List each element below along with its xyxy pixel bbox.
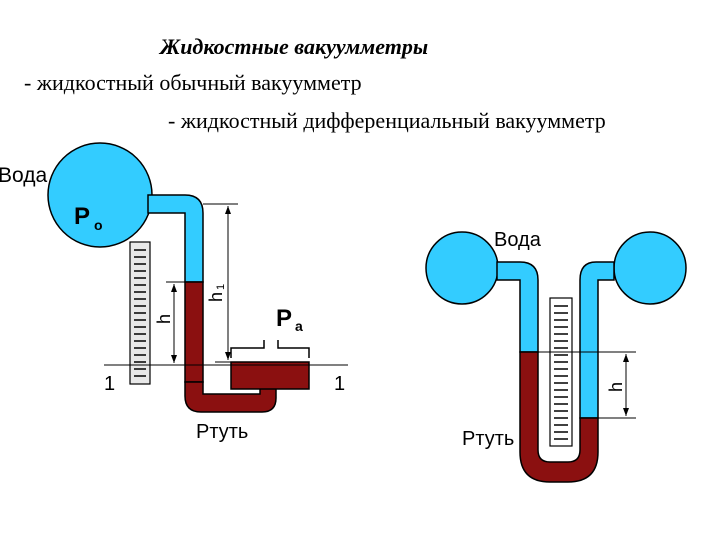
left-h1-label: h: [206, 292, 226, 302]
left-p0-sub: o: [94, 217, 103, 233]
right-bulb-left: [425, 231, 499, 305]
right-mercury-label: Ртуть: [462, 428, 514, 450]
left-h1-arrowhead-bottom: [225, 352, 231, 360]
right-h-label: h: [606, 382, 626, 392]
left-pa-label: P: [276, 305, 292, 332]
left-h1-sub: 1: [215, 284, 227, 290]
diagram-title: Жидкостные вакуумметры: [160, 34, 429, 59]
left-cup-lid: [230, 340, 310, 358]
left-mercury-cup: [230, 361, 310, 390]
left-h-label: h: [154, 314, 174, 324]
ordinary-vacuummeter: Вода P o P a h h 1 1 1 Ртуть: [0, 142, 348, 443]
right-h-arrowhead-bottom: [623, 408, 629, 416]
right-bulb-right: [613, 231, 687, 305]
left-pa-sub: a: [295, 318, 303, 334]
left-mercury-column: [184, 281, 204, 383]
left-water-label: Вода: [0, 164, 47, 187]
right-scale-ticks: [554, 305, 568, 440]
right-water-label: Вода: [494, 229, 542, 251]
bullet-differential-vacuummeter: - жидкостный дифференциальный вакуумметр: [168, 108, 606, 133]
right-left-water-leg: [496, 261, 539, 353]
left-level-label-left: 1: [104, 373, 115, 395]
left-h-arrowhead-top: [171, 284, 177, 292]
left-h1-arrowhead-top: [225, 206, 231, 214]
left-scale-ticks: [134, 249, 146, 377]
bullet-ordinary-vacuummeter: - жидкостный обычный вакуумметр: [24, 70, 362, 95]
left-h-arrowhead-bottom: [171, 355, 177, 363]
right-h-arrowhead-top: [623, 354, 629, 362]
left-p0-label: P: [74, 203, 90, 230]
right-scale: [549, 297, 573, 447]
left-connector-tube: [147, 194, 204, 283]
differential-vacuummeter: Вода h Ртуть: [425, 229, 687, 483]
left-level-label-right: 1: [334, 373, 345, 395]
left-mercury-label: Ртуть: [196, 421, 248, 443]
right-right-water-leg: [579, 261, 615, 419]
